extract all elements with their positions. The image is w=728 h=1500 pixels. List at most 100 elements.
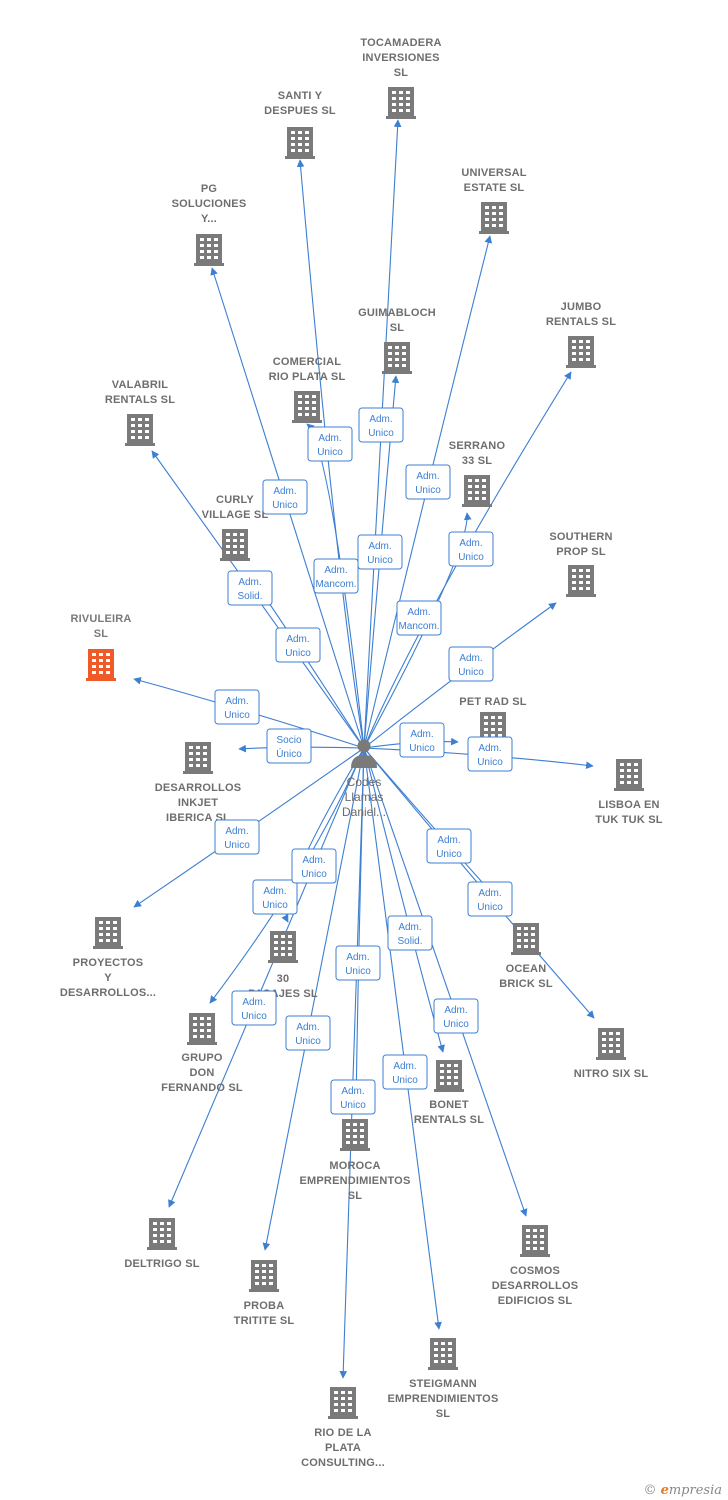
role-badge-santi[interactable]: Adm.Mancom. [313,558,359,594]
company-label-line: ESTATE SL [464,182,525,194]
building-icon [86,649,116,681]
role-badge-tocamadera[interactable]: Adm.Unico [358,407,404,443]
company-label-line: Y [104,972,112,984]
company-node-proyectos[interactable]: PROYECTOSYDESARROLLOS... [60,917,156,999]
company-label-line: 30 [277,973,290,985]
company-label-line: CURLY [216,494,254,506]
role-badge-lisboa[interactable]: Adm.Unico [467,736,513,772]
company-node-nitro[interactable]: NITRO SIX SL [574,1028,649,1080]
company-label-line: SERRANO [449,440,506,452]
building-icon [462,475,492,507]
center-label-line-2: Llamas [345,790,384,804]
building-icon [382,342,412,374]
role-badge-box [227,570,273,606]
company-label-line: BRICK SL [499,978,553,990]
role-badge-moroca[interactable]: Adm.Unico [335,945,381,981]
role-badge-petrad[interactable]: Adm.Unico [399,722,445,758]
company-node-pg[interactable]: PGSOLUCIONESY... [172,183,247,266]
role-text: Unico [345,966,371,977]
company-label-line: DELTRIGO SL [124,1258,199,1270]
role-badge-nitro[interactable]: Adm. Unico [467,881,513,917]
company-node-riodelaplata[interactable]: RIO DE LAPLATACONSULTING... [301,1387,385,1469]
role-badge-pasajes[interactable]: Adm.Unico [252,879,298,915]
role-badge-proyectos[interactable]: Adm.Unico [214,819,260,855]
role-badge-guimabloch[interactable]: Adm.Unico [357,534,403,570]
company-label-line: NITRO SIX SL [574,1068,649,1080]
role-badge-universal[interactable]: Adm.Unico [405,464,451,500]
role-badge-deltrigo[interactable]: Adm.Unico [231,990,277,1026]
role-text: Adm. [225,826,248,837]
role-text: Adm. [368,541,391,552]
role-badge-bonet[interactable]: Adm.Solid. [387,915,433,951]
building-icon [511,923,541,955]
role-text: Adm. [459,653,482,664]
role-text: Adm. [302,855,325,866]
role-badge-jumbo[interactable]: Adm.Mancom. [396,600,442,636]
role-badge-box [252,879,298,915]
building-icon [328,1387,358,1419]
role-badge-steigmann[interactable]: Adm.Unico [382,1054,428,1090]
role-badge-serrano[interactable]: Adm.Unico [448,531,494,567]
company-node-petrad[interactable]: PET RAD SL [459,696,527,744]
role-text: Mancom. [398,621,439,632]
role-badge-box [396,600,442,636]
role-text: Unico [477,902,503,913]
role-badge-comercial[interactable]: Adm.Unico [307,426,353,462]
building-icon [220,529,250,561]
company-label-line: RIO DE LA [314,1427,371,1439]
role-badge-proba[interactable]: Adm.Unico [285,1015,331,1051]
role-text: Adm. [286,634,309,645]
role-badge-pg[interactable]: Adm.Unico [262,479,308,515]
role-badge-valabril[interactable]: Adm.Solid. [227,570,273,606]
role-badge-box [307,426,353,462]
building-icon [249,1260,279,1292]
center-person-node[interactable]: Codes Llamas Daniel... [342,739,386,820]
role-badge-box [467,736,513,772]
role-text: Unico [340,1100,366,1111]
building-icon [520,1225,550,1257]
role-badge-grupo[interactable]: Adm.Unico [291,848,337,884]
building-icon [479,202,509,234]
center-label-line-1: Codes [347,775,382,789]
role-text: Adm. [478,888,501,899]
role-text: Unico [477,757,503,768]
role-badge-curly[interactable]: Adm.Unico [275,627,321,663]
role-badge-box [262,479,308,515]
role-text: Adm. [459,538,482,549]
company-label-line: SL [348,1190,363,1202]
role-text: Adm. [410,729,433,740]
role-text: Adm. [263,886,286,897]
role-badge-ocean[interactable]: Adm.Unico [426,828,472,864]
building-icon [434,1060,464,1092]
role-badge-cosmos[interactable]: Adm.Unico [433,998,479,1034]
role-badge-southern[interactable]: Adm.Unico [448,646,494,682]
company-node-deltrigo[interactable]: DELTRIGO SL [124,1218,200,1270]
role-badge-riodelaplata[interactable]: Adm.Unico [330,1079,376,1115]
role-text: Adm. [369,414,392,425]
person-icon [351,739,377,768]
role-badge-box [358,407,404,443]
role-badge-rivuleira[interactable]: Adm.Unico [214,689,260,725]
